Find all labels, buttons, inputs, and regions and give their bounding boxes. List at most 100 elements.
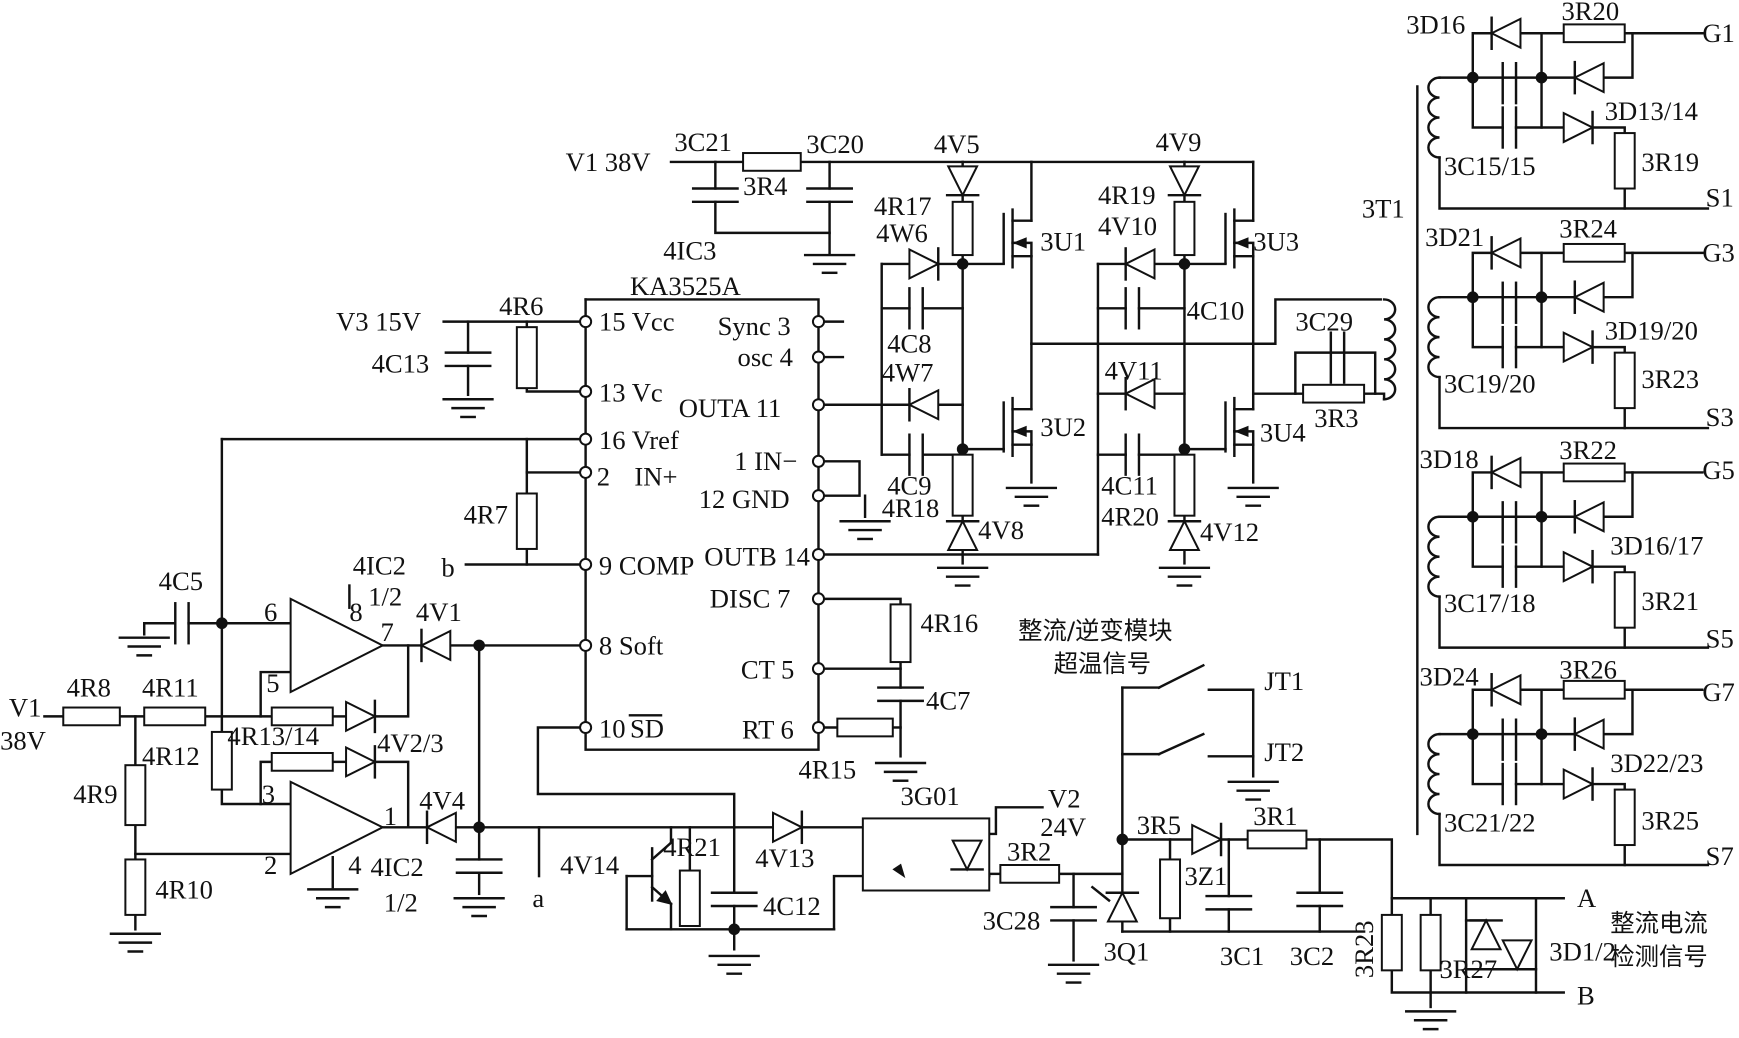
- resistor-4R21: [678, 869, 701, 927]
- wire: [259, 670, 292, 718]
- label-p15: 15 Vcc: [599, 306, 675, 336]
- diode-body: [345, 700, 378, 733]
- wire: [650, 826, 673, 862]
- diode-clamp2: [1572, 280, 1605, 314]
- wire: [373, 760, 410, 829]
- capacitor-3C21: [691, 187, 739, 204]
- resistor-4R13: [270, 706, 334, 727]
- label-p9: 9 COMP: [599, 550, 694, 580]
- label-g7: G7: [1702, 677, 1735, 707]
- wire: [584, 298, 820, 751]
- diode-body: [345, 745, 378, 778]
- junction-dot: [1535, 291, 1548, 304]
- resistor-4R12: [210, 730, 233, 791]
- ground-icon: [839, 519, 891, 541]
- capacitor-3C20: [806, 187, 853, 204]
- label-r4r11: 4R11: [142, 672, 199, 702]
- wire: [1591, 565, 1626, 574]
- capacitor-pair: [1501, 281, 1518, 324]
- label-cur1: 整流电流: [1610, 909, 1708, 938]
- diode-body: [1168, 518, 1201, 552]
- diode-body: [1572, 281, 1605, 314]
- wire: [220, 788, 292, 806]
- label-r3r22: 3R22: [1559, 435, 1617, 465]
- label-overtemp2: 超温信号: [1054, 649, 1152, 678]
- label-c3c2122: 3C21/22: [1444, 808, 1536, 838]
- diode-4W7: [907, 388, 940, 422]
- ground-icon: [1227, 486, 1279, 507]
- diode-body: [1106, 890, 1139, 923]
- label-r3r23b: 3R23: [1349, 920, 1379, 978]
- label-p12: 12 GND: [699, 484, 790, 514]
- wire: [714, 200, 831, 235]
- diode-body: [1562, 331, 1595, 364]
- label-c3c1718: 3C17/18: [1444, 588, 1536, 618]
- label-v1top: V1 38V: [566, 147, 651, 177]
- capacitor-4C12: [710, 891, 758, 908]
- label-d3d1314: 3D13/14: [1605, 96, 1698, 126]
- diode-body: [424, 811, 457, 844]
- ic-pin: [579, 432, 593, 446]
- wire: [1157, 663, 1205, 690]
- label-pin4: 4: [348, 850, 361, 880]
- resistor-3R23: [1380, 913, 1403, 972]
- label-c3c1920: 3C19/20: [1444, 369, 1536, 399]
- junction-dot: [1466, 71, 1479, 84]
- arrow: [1012, 237, 1027, 249]
- label-d3d16: 3D16: [1406, 9, 1465, 39]
- capacitor-4C8: [908, 287, 924, 330]
- junction-dot: [1535, 728, 1548, 740]
- wire: [1438, 595, 1710, 649]
- label-u3u1: 3U1: [1040, 227, 1086, 257]
- resistor-gate: [1562, 23, 1626, 44]
- diode-body: [908, 247, 941, 280]
- label-r4r6: 4R6: [499, 291, 543, 321]
- resistor-3R4: [742, 152, 802, 172]
- junction-dot: [473, 639, 485, 652]
- label-r4r20: 4R20: [1101, 502, 1159, 532]
- label-v4v14: 4V14: [560, 850, 619, 880]
- label-half_a: 1/2: [368, 582, 402, 612]
- label-p3: Sync 3: [718, 311, 791, 341]
- label-p2n: 2: [597, 462, 610, 492]
- diode-3D1: [1469, 918, 1503, 951]
- label-s3: S3: [1706, 402, 1734, 432]
- wire: [1471, 295, 1504, 349]
- label-d3d2223: 3D22/23: [1610, 748, 1703, 778]
- diode-4V4: [424, 810, 457, 845]
- label-pin2: 2: [264, 850, 277, 880]
- junction-dot: [1535, 71, 1548, 84]
- label-p8: 8 Soft: [599, 630, 664, 660]
- diode-clamp2: [1572, 500, 1605, 534]
- diode-body: [1562, 768, 1595, 801]
- diode-clamp: [1562, 767, 1595, 801]
- label-b: b: [441, 553, 454, 583]
- wire: [525, 437, 582, 474]
- label-v3: V3 15V: [336, 306, 421, 336]
- capacitor-4C9: [908, 433, 924, 476]
- label-jt2: JT2: [1264, 737, 1304, 767]
- ic-pin: [579, 720, 593, 735]
- label-v4v11: 4V11: [1105, 355, 1163, 385]
- label-a: a: [532, 883, 544, 913]
- resistor-4R10: [124, 858, 147, 916]
- label-r3r1: 3R1: [1253, 801, 1297, 831]
- resistor-4R20: [1173, 453, 1196, 517]
- label-B: B: [1577, 981, 1595, 1011]
- diode-4V8: [945, 518, 980, 552]
- diode-body: [1562, 550, 1595, 583]
- capacitor-pair: [1501, 106, 1518, 149]
- diode-body: [1572, 500, 1605, 533]
- label-overtemp1: 整流/逆变模块: [1018, 616, 1172, 645]
- label-v2v: 24V: [1040, 812, 1086, 842]
- label-p6: RT 6: [742, 715, 794, 745]
- diode-4V10: [1123, 247, 1156, 281]
- capacitor-pair: [1501, 325, 1518, 369]
- label-r3r4: 3R4: [743, 171, 787, 201]
- label-r4r8: 4R8: [67, 672, 111, 702]
- label-c4c8: 4C8: [887, 329, 931, 359]
- wire: [536, 726, 736, 894]
- label-pin5: 5: [266, 668, 279, 698]
- ic-pin: [579, 557, 593, 572]
